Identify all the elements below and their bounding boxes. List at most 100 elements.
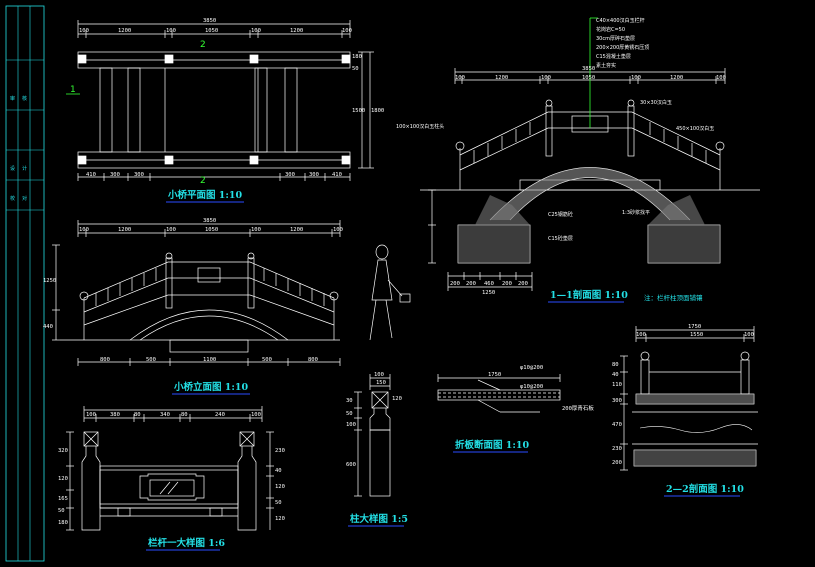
elevation-view [52,220,411,366]
sec22-left-dim: 80 [612,362,619,368]
plan-bottom-dim: 300 [309,172,319,178]
sec22-left-dim: 40 [612,372,619,378]
rail-left-dim: 50 [58,508,65,514]
plan-bottom-dim: 410 [86,172,96,178]
elev-top-dim: 1200 [290,227,303,233]
label-right: 30×30汉白玉 [640,99,672,106]
elev-bottom-dim: 1100 [203,357,216,363]
section-2-2-title: 2—2剖面图 1:10 [666,483,744,495]
title-block-label: 校 [10,195,15,202]
elev-bottom-dim: 500 [262,357,272,363]
section-mark: 2 [200,176,206,186]
sec22-top-dim: 1550 [690,332,703,338]
plan-bottom-dim: 410 [332,172,342,178]
plan-top-dim: 1200 [290,28,303,34]
rail-top-dim: 100 [86,412,96,418]
sec11-top-total: 3850 [582,66,595,72]
slab-label: 1750 [488,372,501,378]
plan-bottom-dim: 300 [285,172,295,178]
plan-right-dim: 1800 [371,108,384,114]
plan-view-title: 小桥平面图 1:10 [167,189,243,201]
rail-right-dim: 40 [275,468,282,474]
title-block-label: 计 [22,165,27,172]
post-top-dim: 120 [392,396,402,402]
sec22-left-dim: 200 [612,460,622,466]
post-left-dim: 30 [346,398,353,404]
sec11-top-dim: 100 [455,75,465,81]
plan-right-dim: 50 [352,66,359,72]
elevation-view-title: 小桥立面图 1:10 [173,381,249,393]
section-1-1-labels: 3850 100 1200 100 1050 100 1200 100 C40×… [396,17,726,303]
callout: 30cm厚碎石垫层 [596,35,635,42]
rail-left-dim: 165 [58,496,68,502]
rail-top-dim: 80 [181,412,188,418]
label-left: 100×100汉白玉柱头 [396,123,444,130]
elev-top-dim: 100 [333,227,343,233]
section-mark: 1 [70,85,76,95]
section-note: 注：栏杆柱顶面铺镶 [644,293,703,302]
foundation-hatch [458,225,530,263]
rail-right-dim: 230 [275,448,285,454]
callout: 素土夯实 [596,62,616,69]
slab-label: φ10@200 [520,384,543,390]
section-2-2-labels: 1750 100 1550 100 80 40 110 300 470 230 … [612,324,754,497]
plan-view [77,20,374,181]
elev-top-dim: 1200 [118,227,131,233]
sec22-left-dim: 230 [612,446,622,452]
plan-view-labels: 3850 100 1200 100 1050 100 1200 100 410 … [66,18,384,203]
elev-top-dim: 100 [166,227,176,233]
rail-right-dim: 50 [275,500,282,506]
rail-top-dim: 340 [160,412,170,418]
slab-detail [437,374,561,413]
plan-right-dim: 1500 [352,108,365,114]
elev-bottom-dim: 800 [100,357,110,363]
sec11-bottom-dim: 200 [502,281,512,287]
slab-label: φ10@200 [520,365,543,371]
sec11-top-dim: 1050 [582,75,595,81]
post-left-dim: 100 [346,422,356,428]
callout: 200×200厚黄锈石压顶 [596,44,649,51]
rail-top-dim: 100 [251,412,261,418]
plan-top-dim: 100 [251,28,261,34]
abutment-hatch [648,195,705,225]
elev-bottom-dim: 800 [308,357,318,363]
sec11-bottom-total: 1250 [482,290,495,296]
rail-top-dim: 240 [215,412,225,418]
post-left-dim: 600 [346,462,356,468]
water-line [639,424,753,433]
rail-left-dim: 320 [58,448,68,454]
sec22-top-dim: 100 [636,332,646,338]
elev-top-dim: 100 [251,227,261,233]
abutment-hatch [475,195,530,225]
title-block-label: 核 [22,95,27,102]
sec11-top-dim: 100 [541,75,551,81]
plan-top-dim: 100 [342,28,352,34]
post-top-dim: 100 [374,372,384,378]
plan-top-dim: 100 [166,28,176,34]
elev-bottom-dim: 500 [146,357,156,363]
sec22-left-dim: 470 [612,422,622,428]
plan-top-dim: 100 [79,28,89,34]
title-block-label: 审 [10,95,15,102]
slab-label: 200厚青石板 [562,404,594,412]
foundation-hatch [634,450,756,466]
elevation-view-labels: 3850 100 1200 100 1050 100 1200 100 800 … [43,218,343,395]
callout: C40×400汉白玉栏杆 [596,17,645,24]
title-block-label: 对 [22,195,27,202]
railing-detail-labels: 100 380 80 340 80 240 100 320 120 165 50… [58,412,285,551]
sec11-bottom-dim: 200 [466,281,476,287]
sec11-top-dim: 100 [716,75,726,81]
sec11-bottom-dim: 200 [518,281,528,287]
plan-top-dim: 1200 [118,28,131,34]
elev-left-dim: 440 [43,324,53,330]
sec11-top-dim: 1200 [495,75,508,81]
post-left-dim: 50 [346,411,353,417]
post-detail-labels: 100 150 120 30 50 100 600 柱大样图 1:5 [346,372,408,527]
slab-detail-title: 折板断面图 1:10 [455,439,530,451]
plan-top-dim: 1050 [205,28,218,34]
railing-detail-title: 栏杆一大样图 1:6 [148,537,225,549]
label-bottom: C15砼垫层 [548,235,573,242]
label-right: 450×100汉白玉 [676,125,714,132]
rail-top-dim: 380 [110,412,120,418]
